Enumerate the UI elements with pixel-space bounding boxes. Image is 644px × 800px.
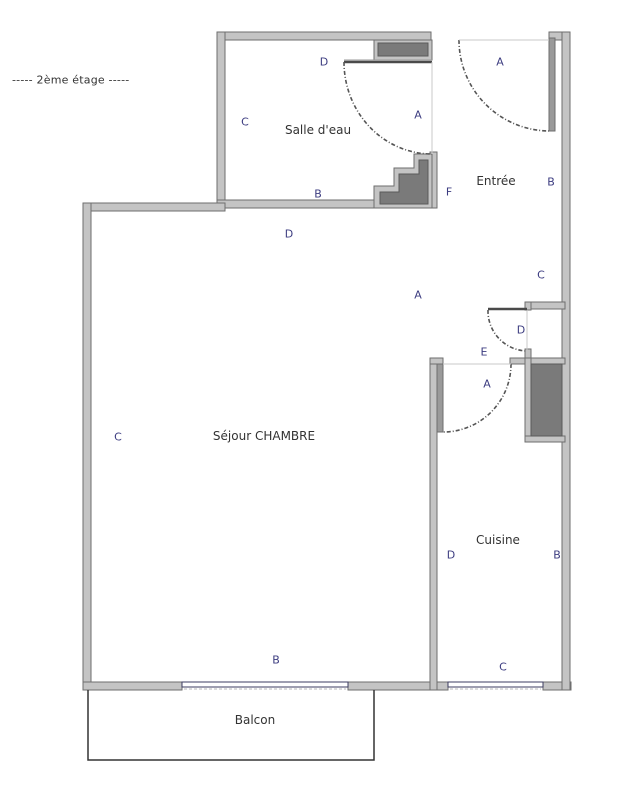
door-leaf-cuisine [436,363,444,433]
wall-label: C [241,115,249,129]
fixture-shower-corner-inner [379,159,429,205]
fixture-placard [530,363,563,437]
wall-label: A [414,108,422,122]
wall-placard-bottom [524,435,566,443]
wall-label: A [414,288,422,302]
wall-bottom-left [82,681,183,691]
opening-lines [431,39,549,365]
wall-label: C [114,430,122,444]
wall-label: F [445,185,453,199]
door-swing-degagement [487,309,528,352]
wall-sejour-top [82,202,226,212]
room-label-cuisine: Cuisine [476,533,520,547]
wall-label: C [537,268,545,282]
wall-label: B [314,187,322,201]
window-sejour [181,681,349,688]
door-swings [343,39,550,433]
wall-label: D [516,323,526,337]
wall-label: A [496,55,504,69]
wall-placard-top [509,357,566,365]
door-swing-entree [458,39,550,132]
floor-title: ----- 2ème étage ----- [12,73,130,87]
wall-cuisine-left [429,357,438,691]
door-swing-salle-eau [343,61,433,155]
wall-label: D [319,55,329,69]
door-swing-cuisine [442,363,512,433]
balcon-outline [87,690,375,761]
door-leaf-entree [548,37,556,132]
fixtures [344,39,563,437]
windows [181,681,544,690]
room-label-sejour: Séjour CHAMBRE [212,429,316,443]
fixture-shelf-top-inner [377,42,429,57]
room-label-entree: Entrée [476,174,516,188]
window-cuisine [447,681,544,688]
wall-sejour-left [82,202,92,691]
wall-salle-eau-left [216,31,226,209]
wall-label: A [483,377,491,391]
wall-cuisine-top-stub [429,357,444,365]
wall-label: B [553,548,561,562]
wall-placard-left [524,357,532,443]
wall-label: B [547,175,555,189]
wall-label: D [446,548,456,562]
wall-salle-eau-top [216,31,432,41]
wall-label: B [272,653,280,667]
room-label-salle-eau: Salle d'eau [284,123,352,137]
wall-label: E [480,345,488,359]
wall-degagement-left-upper [524,301,532,311]
room-label-balcon: Balcon [234,713,276,727]
wall-label: D [284,227,294,241]
wall-label: C [499,660,507,674]
